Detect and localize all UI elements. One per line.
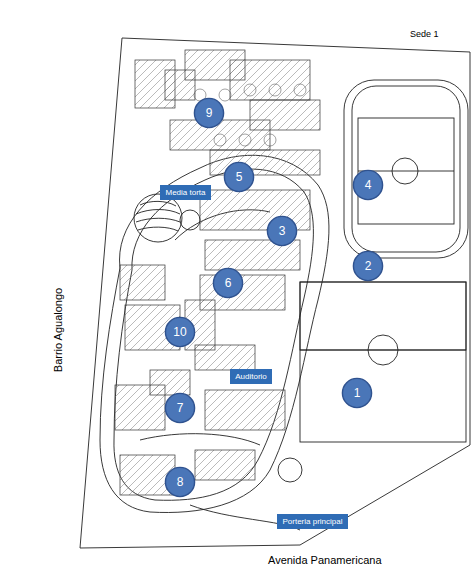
place-name: Media torta	[165, 188, 205, 197]
number-text: 3	[279, 224, 286, 238]
number-text: 7	[177, 401, 184, 415]
place-label-box: Media torta	[160, 185, 211, 200]
callout-number: 5	[223, 161, 255, 193]
number-text: 10	[173, 325, 186, 339]
callout-number: 10	[164, 316, 196, 348]
number-text: 1	[354, 386, 361, 400]
callout-number: 3	[266, 215, 298, 247]
callout-number: 2	[352, 250, 384, 282]
callout-number: 6	[212, 267, 244, 299]
callout-number: 4	[352, 169, 384, 201]
place-label-box: Auditorio	[230, 369, 272, 384]
callout-number: 8	[164, 466, 196, 498]
number-text: 2	[365, 259, 372, 273]
number-text: 8	[177, 475, 184, 489]
number-text: 6	[225, 276, 232, 290]
place-label-box: Porteria principal	[277, 514, 348, 529]
callout-number: 7	[164, 392, 196, 424]
number-text: 4	[365, 178, 372, 192]
place-name: Auditorio	[235, 372, 267, 381]
place-name: Porteria principal	[282, 517, 342, 526]
number-text: 9	[206, 106, 213, 120]
map-label: Sede 1	[410, 29, 439, 39]
map-label: Barrio Agualongo	[52, 288, 64, 372]
callout-number: 9	[193, 97, 225, 129]
map-label: Avenida Panamericana	[268, 554, 382, 566]
number-text: 5	[236, 170, 243, 184]
callout-number: 1	[341, 377, 373, 409]
